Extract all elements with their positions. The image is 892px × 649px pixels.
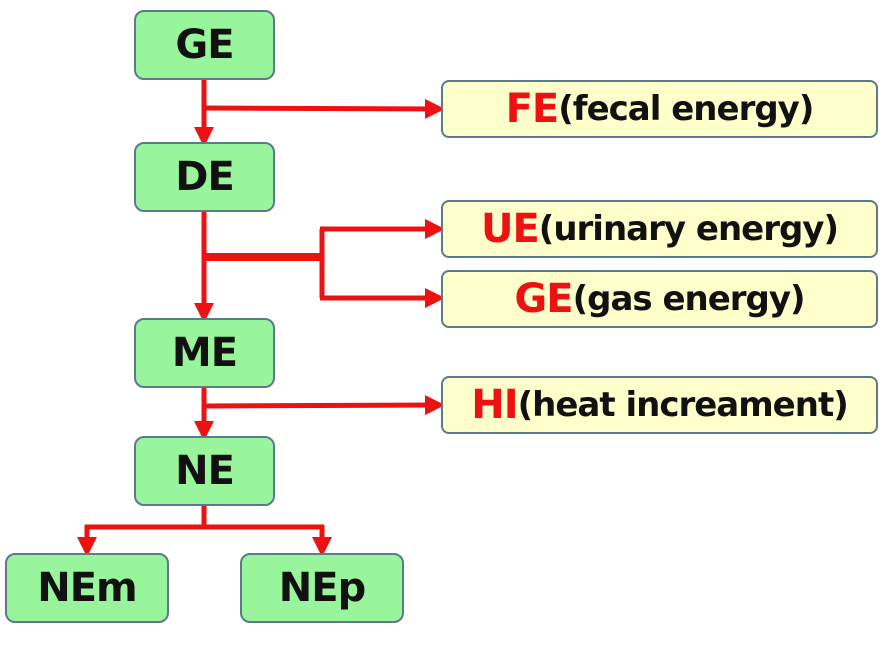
loss-desc: (gas energy) [572,279,806,319]
loss-abbr: GE [514,276,573,322]
node-digestible-energy: DE [134,142,275,212]
loss-desc: (urinary energy) [538,209,839,249]
node-metabolizable-energy: ME [134,318,275,388]
loss-desc: (fecal energy) [558,89,814,129]
node-net-energy-production: NEp [240,553,404,623]
arrow-to-hi [203,395,445,416]
loss-abbr: UE [480,206,540,252]
loss-box-gas-energy: GE(gas energy) [441,270,878,328]
loss-box-urinary-energy: UE(urinary energy) [441,200,878,258]
node-net-energy-maintenance: NEm [5,553,169,623]
arrow-to-fe [203,98,445,119]
loss-box-fecal-energy: FE(fecal energy) [441,80,878,138]
node-net-energy: NE [134,436,275,506]
loss-desc: (heat increament) [517,385,849,425]
loss-box-heat-increment: HI(heat increament) [441,376,878,434]
loss-abbr: FE [505,86,560,132]
loss-abbr: HI [471,382,518,428]
node-gross-energy: GE [134,10,275,80]
